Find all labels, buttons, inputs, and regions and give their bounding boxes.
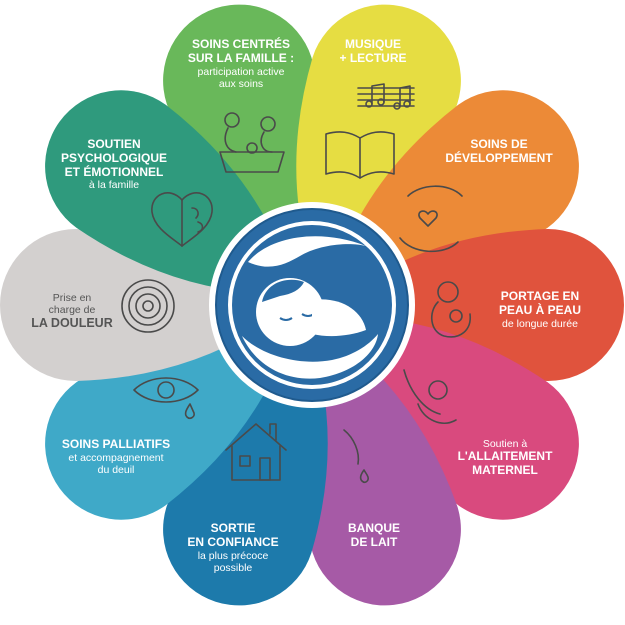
petal-skin-sub-1: de longue durée (502, 317, 578, 330)
petal-development: SOINS DE DÉVELOPPEMENT (424, 137, 574, 166)
development-hands-icon (399, 185, 463, 253)
milk-drop-icon (343, 429, 369, 484)
petal-psych-sub-1: à la famille (88, 179, 140, 192)
petal-discharge-title-2: EN CONFIANCE (187, 534, 279, 549)
petal-development-title-2: DÉVELOPPEMENT (445, 150, 553, 165)
petal-family: SOINS CENTRÉS SUR LA FAMILLE : participa… (172, 37, 310, 90)
petal-palliative-title-1: SOINS PALLIATIFS (61, 437, 171, 451)
petal-skin: PORTAGE EN PEAU À PEAU de longue durée (478, 289, 602, 330)
house-icon (225, 423, 287, 481)
petal-palliative-sub-2: du deuil (97, 463, 135, 476)
petal-milkbank-title-2: DE LAIT (350, 534, 398, 549)
petal-discharge: SORTIE EN CONFIANCE la plus précoce poss… (168, 521, 298, 574)
petal-family-sub-1: participation active (197, 65, 285, 78)
eye-tear-icon (133, 377, 199, 420)
pain-target-icon (121, 279, 175, 333)
petal-breastfeeding-title-2: MATERNEL (472, 462, 538, 477)
petal-music: MUSIQUE + LECTURE (318, 37, 428, 66)
petal-palliative: SOINS PALLIATIFS et accompagnement du de… (46, 437, 186, 476)
skin-to-skin-icon (431, 281, 471, 338)
petal-milkbank-title-1: BANQUE (347, 521, 400, 535)
petal-breastfeeding-title-1: L'ALLAITEMENT (457, 449, 553, 464)
petal-breastfeeding: Soutien à L'ALLAITEMENT MATERNEL (440, 438, 570, 478)
petal-discharge-sub-1: la plus précoce (197, 549, 269, 562)
petal-psych: SOUTIEN PSYCHOLOGIQUE ET ÉMOTIONNEL à la… (44, 137, 184, 192)
petal-skin-title-1: PORTAGE EN (500, 289, 580, 303)
petal-pain-title-1: LA DOULEUR (31, 316, 113, 331)
petal-breastfeeding-sub-1: Soutien à (482, 438, 528, 450)
petal-psych-title-2: PSYCHOLOGIQUE (60, 150, 167, 165)
upper-hand-icon (248, 236, 366, 267)
heart-brain-icon (151, 192, 213, 247)
petal-psych-title-1: SOUTIEN (87, 137, 141, 151)
petal-family-sub-2: aux soins (218, 77, 264, 90)
music-book-icon (325, 83, 415, 179)
petal-discharge-sub-2: possible (213, 561, 253, 574)
family-care-icon (219, 112, 285, 173)
petal-family-title-1: SOINS CENTRÉS (191, 37, 290, 51)
petal-discharge-title-1: SORTIE (210, 521, 256, 535)
petal-palliative-sub-1: et accompagnement (68, 451, 164, 464)
petal-pain-sub-2: charge de (48, 304, 96, 317)
petal-development-title-1: SOINS DE (470, 137, 528, 151)
petal-milkbank: BANQUE DE LAIT (326, 521, 422, 550)
lower-hand-icon (242, 334, 378, 379)
petal-pain-sub-1: Prise en (52, 292, 92, 304)
center-logo (209, 202, 415, 408)
petal-skin-title-2: PEAU À PEAU (498, 302, 581, 317)
petal-psych-title-3: ET ÉMOTIONNEL (64, 164, 164, 179)
petal-music-title-2: + LECTURE (339, 50, 407, 65)
petal-music-title-1: MUSIQUE (344, 37, 401, 51)
breastfeeding-icon (403, 369, 457, 424)
petal-pain: Prise en charge de LA DOULEUR (20, 292, 124, 331)
petal-family-title-2: SUR LA FAMILLE : (187, 50, 295, 65)
